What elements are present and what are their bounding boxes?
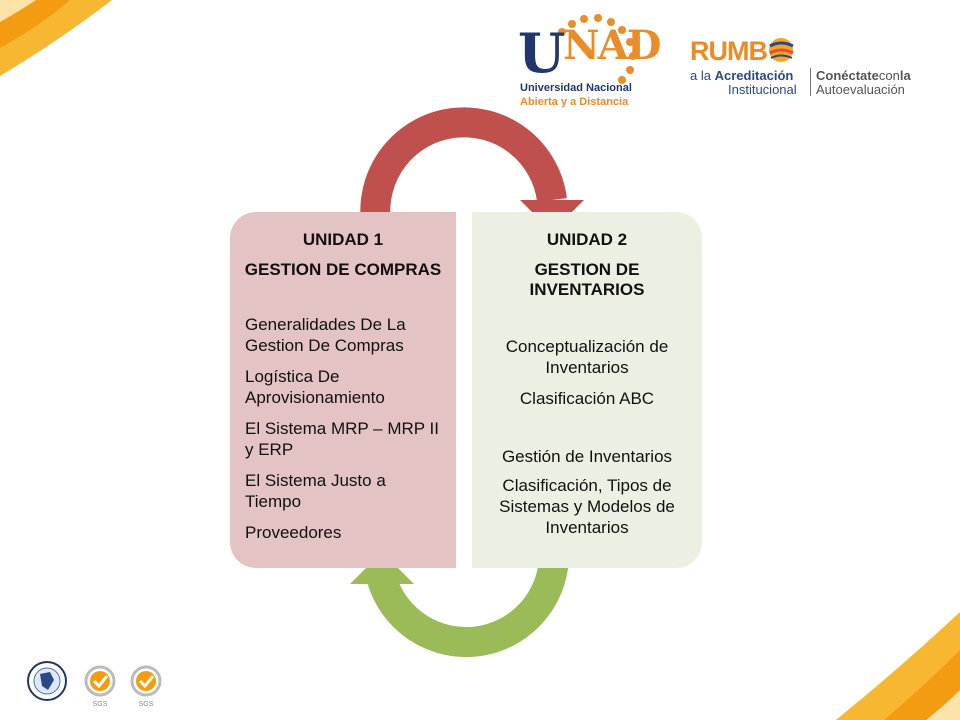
unit-2-label: UNIDAD 2: [546, 230, 628, 249]
unit-2-box: UNIDAD 2 GESTION DE INVENTARIOS Conceptu…: [472, 212, 702, 568]
certification-seal-icon: SGS: [126, 664, 166, 708]
rumbo-globe-icon: [769, 38, 794, 62]
circular-arrow-bottom-icon: [350, 552, 569, 657]
colombia-seal-icon: [27, 661, 67, 701]
unad-wordmark: UNAD: [518, 21, 661, 85]
rumbo-logo: RUMB a la Acreditación Institucional Con…: [688, 36, 928, 102]
unit-1-label: UNIDAD 1: [302, 230, 384, 249]
rumbo-wordmark: RUMB: [690, 36, 797, 67]
list-item: El Sistema MRP – MRP II y ERP: [245, 419, 439, 459]
list-item: Gestión de Inventarios: [501, 447, 673, 466]
list-item: Proveedores: [245, 523, 342, 542]
list-item: Clasificación, Tipos de Sistemas y Model…: [499, 476, 675, 537]
unit-1-box: UNIDAD 1 GESTION DE COMPRAS Generalidade…: [230, 212, 456, 568]
unad-logo: UNAD Universidad Nacional Abierta y a Di…: [518, 14, 661, 110]
unit-2-topics: Conceptualización de Inventarios Clasifi…: [472, 336, 702, 538]
list-item: Clasificación ABC: [519, 389, 655, 408]
list-item: Generalidades De La Gestion De Compras: [245, 315, 406, 355]
rumbo-tagline: Conéctateconla: [816, 68, 911, 83]
list-item: [480, 417, 694, 438]
unad-subtitle-2: Abierta y a Distancia: [520, 96, 629, 108]
unad-subtitle-1: Universidad Nacional: [520, 82, 632, 94]
unit-2-title: GESTION DE INVENTARIOS: [529, 260, 645, 299]
unit-1-title: GESTION DE COMPRAS: [244, 260, 442, 279]
list-item: El Sistema Justo a Tiempo: [245, 471, 386, 511]
orange-dots-icon: [558, 14, 637, 84]
certification-seal-icon: SGS: [80, 664, 120, 708]
rumbo-tagline-2: Autoevaluación: [816, 82, 905, 97]
list-item: Logística De Aprovisionamiento: [245, 367, 385, 407]
rumbo-line1: a la Acreditación: [690, 68, 794, 83]
list-item: Conceptualización de Inventarios: [505, 337, 669, 377]
rumbo-line2: Institucional: [728, 82, 797, 97]
rumbo-divider: [810, 68, 811, 96]
unit-1-topics: Generalidades De La Gestion De Compras L…: [230, 314, 456, 543]
